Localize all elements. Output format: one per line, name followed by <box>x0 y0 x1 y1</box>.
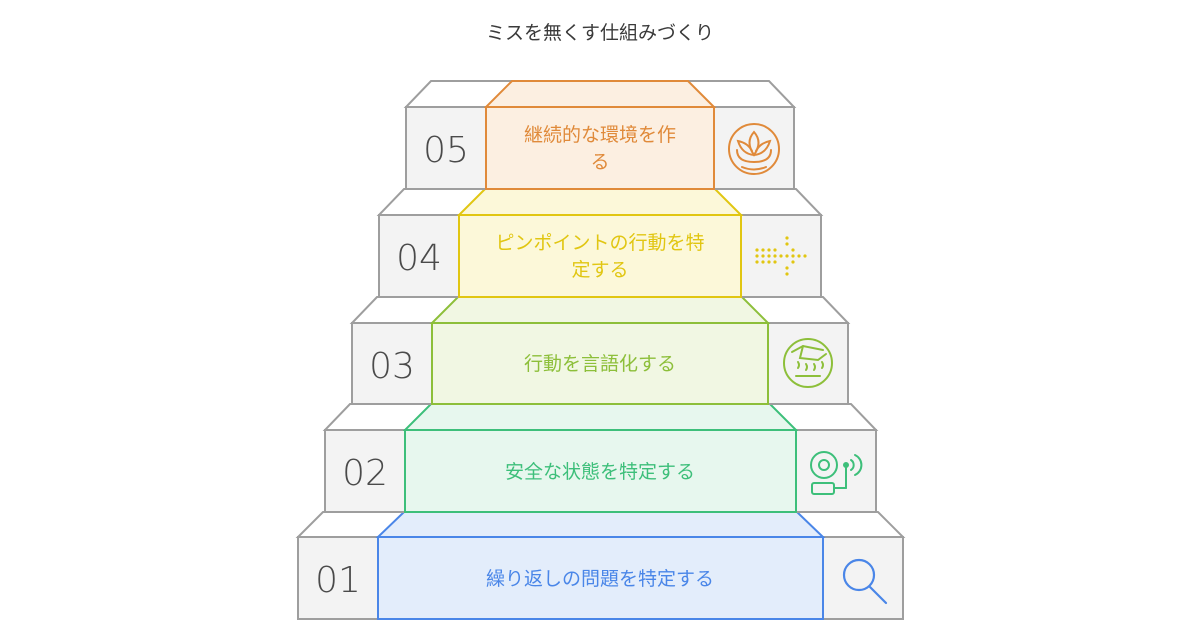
alarm-device-icon <box>810 451 863 495</box>
step-02-colored-top <box>402 403 799 431</box>
step-01: 01 繰り返しの問題を特定する <box>295 511 906 620</box>
step-03-left-block <box>351 322 433 405</box>
step-04-label-line-1: ピンポイントの行動を特 <box>495 232 704 254</box>
step-02-label: 安全な状態を特定する <box>505 461 695 483</box>
step-02-number: 02 <box>342 453 388 494</box>
step-02: 02 安全な状態を特定する <box>322 403 879 513</box>
step-05-label-line-2: る <box>590 151 609 173</box>
step-02-label-box <box>404 429 797 513</box>
dotted-arrow-icon <box>755 236 807 276</box>
magnifier-icon <box>842 558 888 605</box>
step-05-colored-top <box>483 80 717 108</box>
step-03-label: 行動を言語化する <box>524 353 676 375</box>
step-05-number: 05 <box>423 130 469 171</box>
step-01-number: 01 <box>315 560 361 601</box>
step-03-colored-top <box>429 296 771 324</box>
step-04-label-box <box>458 214 742 298</box>
step-04-left-block <box>378 214 460 298</box>
lotus-icon <box>728 123 780 175</box>
step-05-right-block <box>713 106 795 190</box>
step-04-colored-top <box>456 188 744 216</box>
step-01-label: 繰り返しの問題を特定する <box>486 568 714 590</box>
diagram-title: ミスを無くす仕組みづくり <box>485 22 714 44</box>
step-01-right-block <box>822 536 904 620</box>
step-03-right-block <box>767 322 849 405</box>
step-04: 04 ピンポイントの行動を特 定する <box>376 188 824 298</box>
step-01-left-block <box>297 536 379 620</box>
step-04-number: 04 <box>396 238 442 279</box>
step-05: 05 継続的な環境を作 る <box>403 80 797 190</box>
step-03-label-box <box>431 322 769 405</box>
hand-gesture-icon <box>783 338 833 388</box>
step-01-label-box <box>377 536 824 620</box>
step-05-label-box <box>485 106 715 190</box>
step-05-label-line-1: 継続的な環境を作 <box>524 124 676 146</box>
step-05-left-block <box>405 106 487 190</box>
step-04-label-line-2: 定する <box>571 259 628 281</box>
step-01-colored-top <box>375 511 826 538</box>
step-03-number: 03 <box>369 346 415 387</box>
step-03: 03 行動を言語化する <box>349 296 851 405</box>
